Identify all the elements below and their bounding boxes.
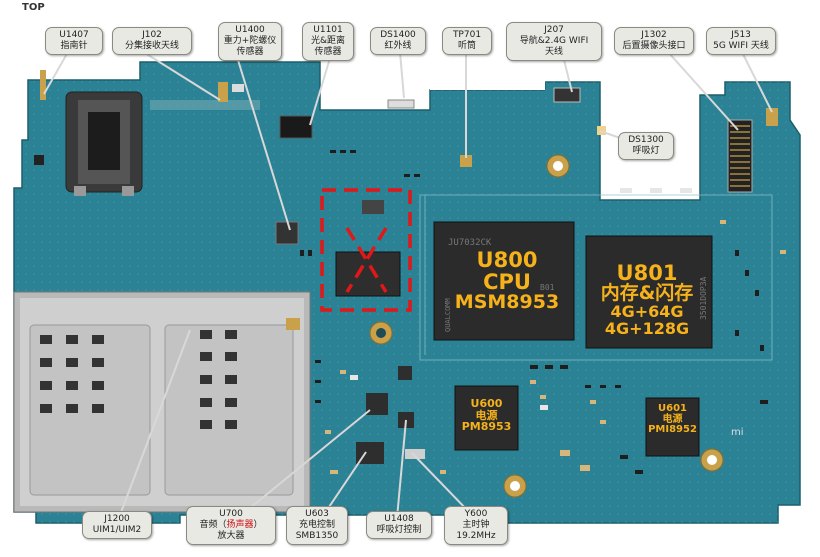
- pmic-u601: [645, 397, 700, 457]
- memory-marking: 3501DOP3A: [699, 276, 708, 320]
- callout-j207-line3: 天线: [544, 47, 563, 57]
- callout-j102-text: 分集接收天线: [124, 41, 179, 51]
- callout-j513-id: J513: [731, 30, 751, 40]
- headphone-jack: [65, 91, 143, 196]
- cpu-marking-top: JU7032CK: [448, 238, 492, 248]
- callout-u1400-id: U1400: [235, 25, 265, 35]
- u601-label: U601 电源 PMI8952: [646, 403, 699, 436]
- u601-id: U601: [658, 403, 687, 414]
- callout-u1101-id: U1101: [313, 25, 343, 35]
- u601-model: PMI8952: [648, 424, 697, 435]
- callout-u603: U603 充电控制 SMB1350: [286, 506, 348, 545]
- u801-cap2: 4G+128G: [604, 318, 690, 338]
- callout-j513: J513 5G WIFI 天线: [706, 27, 776, 55]
- u601-type: 电源: [662, 413, 683, 425]
- callout-j1302-id: J1302: [641, 30, 667, 40]
- pmic-u600: [454, 385, 519, 451]
- memory-chip: 3501DOP3A: [585, 235, 713, 349]
- callout-u1408-id: U1408: [384, 514, 414, 524]
- u801-type: 内存&闪存: [600, 282, 694, 305]
- callout-tp701: TP701 听筒: [442, 27, 492, 55]
- callout-u1101: U1101 光&距离 传感器: [302, 22, 354, 61]
- highlight-box: [320, 188, 412, 312]
- callout-u1407: U1407 指南针: [45, 27, 103, 55]
- callout-u1407-text: 指南针: [60, 41, 88, 51]
- callout-u1400-line2: 重力+陀螺仪: [223, 36, 277, 46]
- callout-j207: J207 导航&2.4G WIFI 天线: [506, 22, 602, 61]
- callout-u700-suffix: ）: [253, 520, 263, 530]
- callout-u1101-line2: 光&距离: [310, 36, 346, 46]
- callout-tp701-id: TP701: [452, 30, 482, 40]
- callout-u1408-text: 呼吸灯控制: [376, 525, 422, 535]
- callout-j102-id: J102: [142, 30, 162, 40]
- camera-connector: [727, 119, 753, 193]
- u600-label: U600 电源 PM8953: [455, 398, 518, 433]
- callout-j1302: J1302 后置摄像头接口: [614, 27, 694, 55]
- u801-id: U801: [616, 261, 678, 285]
- callout-u700-id: U700: [219, 509, 243, 519]
- cpu-marking-code: B01: [540, 283, 555, 292]
- callout-u1407-id: U1407: [59, 30, 89, 40]
- cpu-marking-brand: QUALCOMM: [444, 298, 452, 332]
- callout-u1101-line3: 传感器: [314, 47, 342, 57]
- callout-u603-line3: SMB1350: [295, 531, 339, 541]
- cpu-chip: JU7032CK QUALCOMM B01: [433, 221, 575, 341]
- page-title: TOP: [22, 2, 45, 13]
- callout-j207-line2: 导航&2.4G WIFI: [519, 36, 589, 46]
- u801-cap1: 4G+64G: [610, 301, 684, 321]
- u600-model: PM8953: [461, 420, 512, 434]
- callout-y600-line3: 19.2MHz: [456, 531, 496, 541]
- callout-u603-id: U603: [305, 509, 329, 519]
- callout-u1400: U1400 重力+陀螺仪 传感器: [218, 22, 282, 61]
- u800-type: CPU: [483, 270, 531, 295]
- u800-model: MSM8953: [454, 291, 560, 314]
- callout-j1302-text: 后置摄像头接口: [622, 41, 686, 51]
- callout-ds1300: DS1300 呼吸灯: [618, 132, 674, 160]
- callout-y600-line2: 主时钟: [462, 520, 490, 530]
- callout-j207-id: J207: [544, 25, 564, 35]
- u801-label: U801 内存&闪存 4G+64G 4G+128G: [580, 262, 714, 338]
- callout-y600: Y600 主时钟 19.2MHz: [444, 506, 508, 545]
- u800-id: U800: [476, 248, 538, 272]
- callout-j1200-text: UIM1/UIM2: [92, 525, 142, 535]
- callout-j1200: J1200 UIM1/UIM2: [82, 511, 152, 539]
- callout-u700-line2: 音频（扬声器）: [191, 520, 271, 531]
- callout-ds1400-text: 红外线: [384, 41, 412, 51]
- callout-y600-id: Y600: [464, 509, 488, 519]
- callout-j1200-id: J1200: [104, 514, 130, 524]
- mi-logo: mi: [731, 427, 744, 438]
- u800-label: U800 CPU MSM8953: [440, 249, 574, 313]
- u600-id: U600: [470, 397, 503, 410]
- callout-ds1300-id: DS1300: [628, 135, 664, 145]
- callout-u1408: U1408 呼吸灯控制: [366, 511, 432, 539]
- callout-u700-prefix: 音频（: [199, 520, 227, 530]
- callout-j102: J102 分集接收天线: [112, 27, 192, 55]
- callout-tp701-text: 听筒: [457, 41, 476, 51]
- callout-u1400-line3: 传感器: [236, 47, 264, 57]
- callout-u700: U700 音频（扬声器） 放大器: [186, 506, 276, 545]
- u600-type: 电源: [475, 408, 498, 422]
- callout-j513-text: 5G WIFI 天线: [713, 41, 769, 51]
- callout-u603-line2: 充电控制: [298, 520, 335, 530]
- callout-ds1400-id: DS1400: [380, 30, 416, 40]
- callout-u700-speaker: 扬声器: [226, 520, 254, 530]
- callout-ds1400: DS1400 红外线: [370, 27, 426, 55]
- callout-ds1300-text: 呼吸灯: [632, 146, 660, 156]
- callout-u700-line3: 放大器: [217, 531, 245, 541]
